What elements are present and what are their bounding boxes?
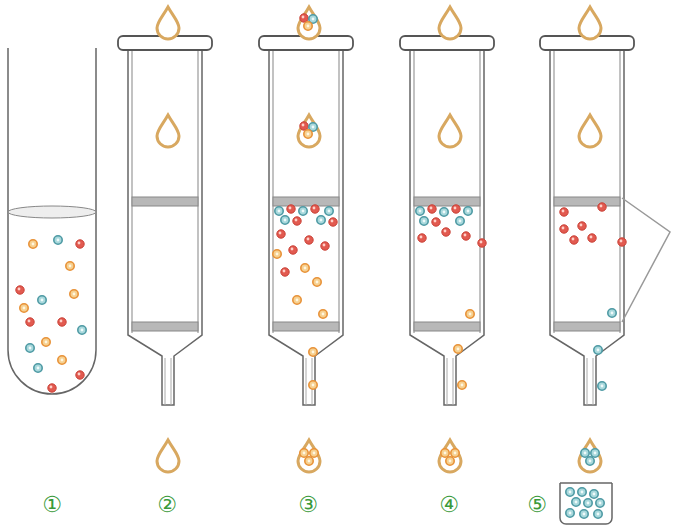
callout-number: ③ xyxy=(298,494,318,516)
callout-number: ② xyxy=(157,494,177,516)
callout-number: ④ xyxy=(439,494,459,516)
callout-number: ① xyxy=(42,494,62,516)
callout-number: ⑤ xyxy=(527,494,547,516)
